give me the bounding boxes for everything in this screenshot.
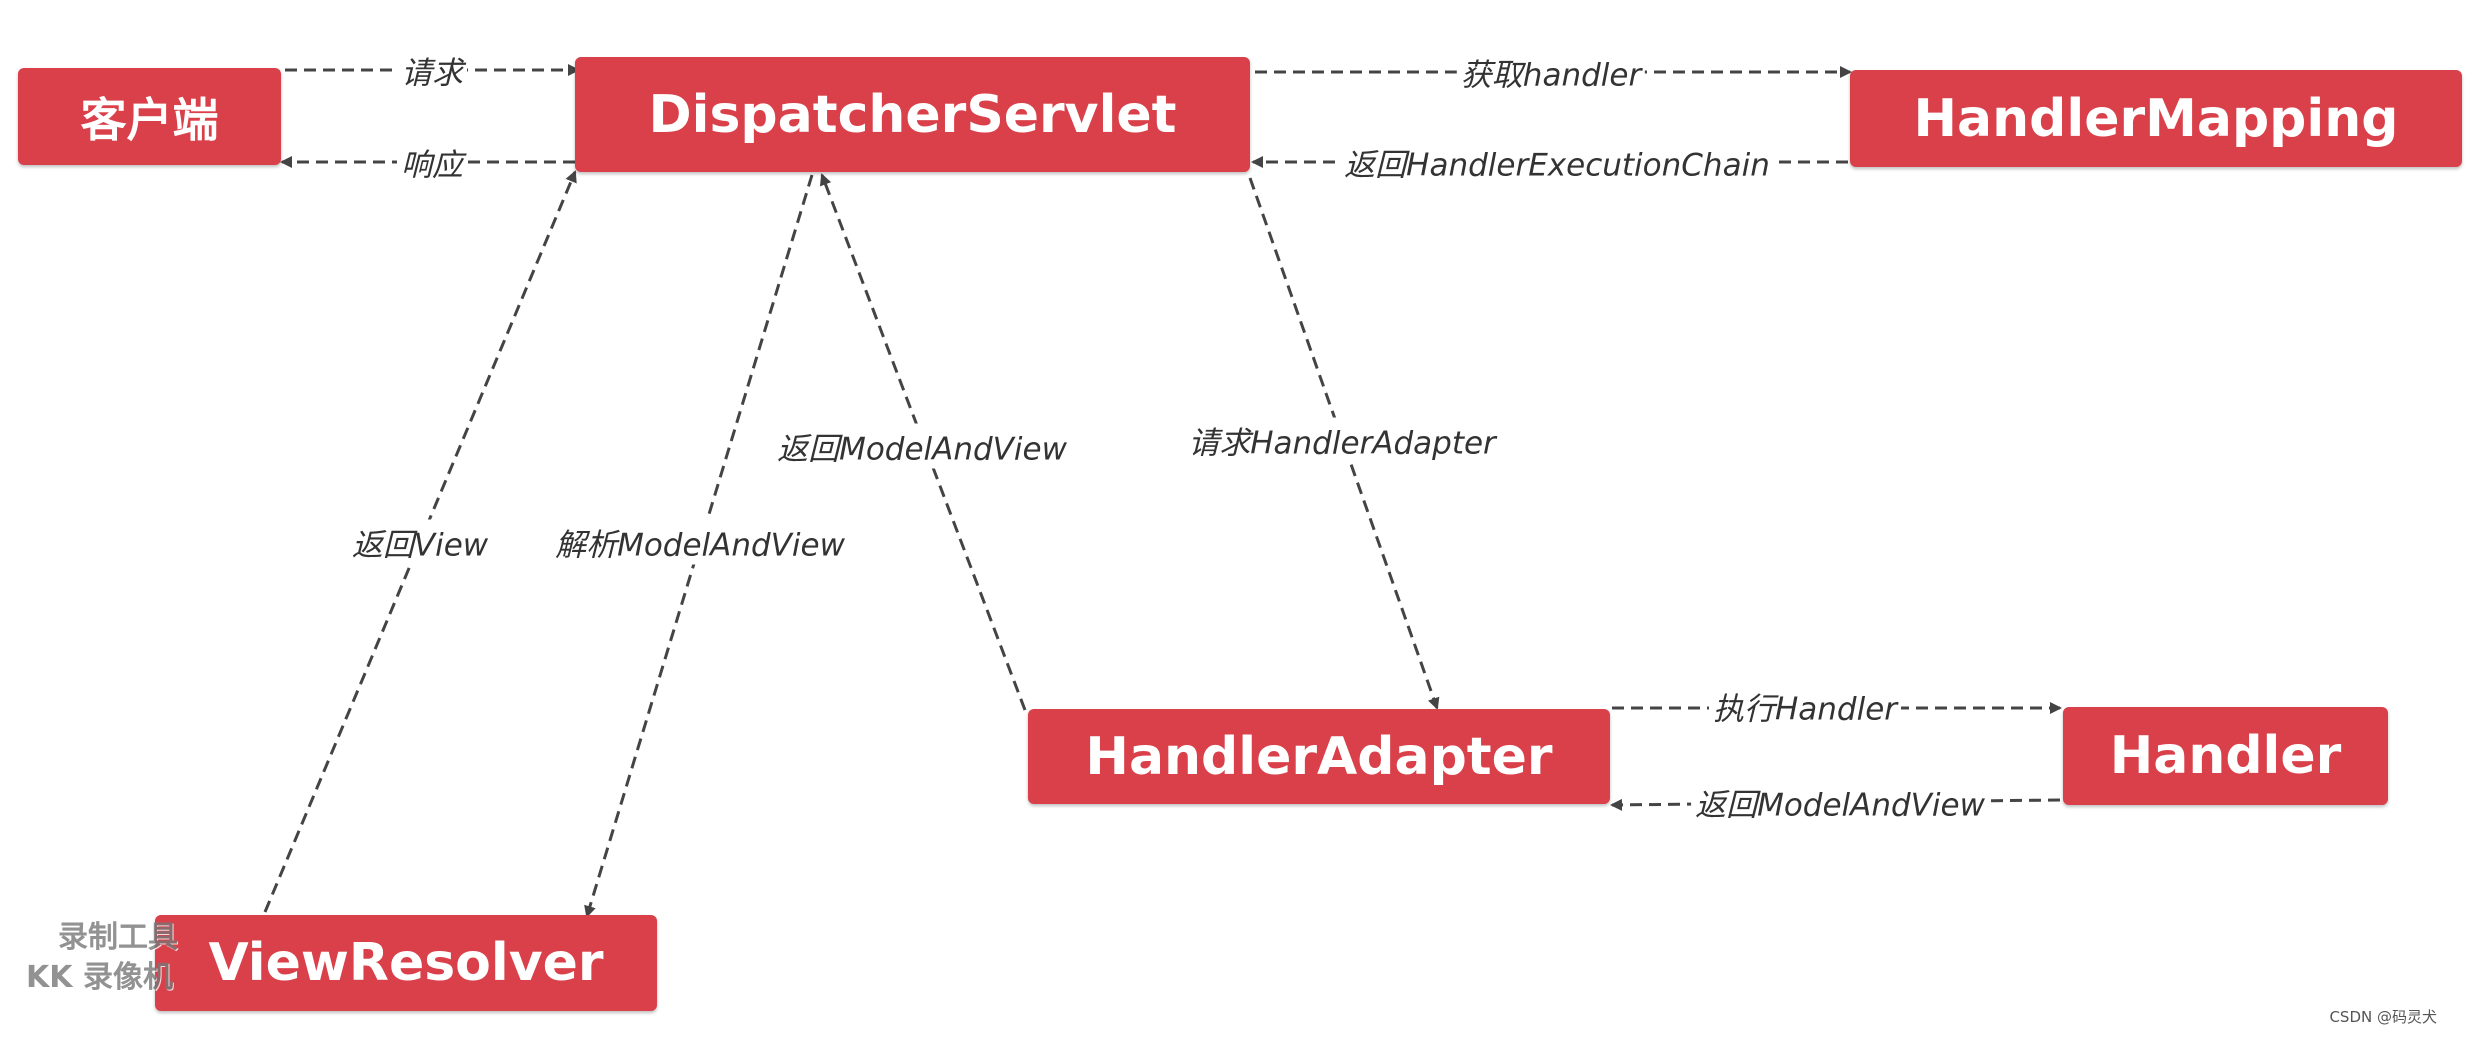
node-view-resolver: ViewResolver [155,915,657,1011]
label-response: 响应 [397,139,467,185]
node-handler: Handler [2063,707,2388,805]
watermark-line2: KK 录像机 [26,960,173,995]
label-return-chain: 返回HandlerExecutionChain [1340,139,1774,185]
label-return-mav-adapter: 返回ModelAndView [773,423,1071,469]
label-execute-handler: 执行Handler [1708,683,1902,729]
label-request: 请求 [397,47,467,93]
credit-text: CSDN @码灵犬 [2329,1008,2437,1026]
label-request-adapter: 请求HandlerAdapter [1184,417,1500,463]
node-handler-mapping: HandlerMapping [1850,70,2462,167]
label-get-handler: 获取handler [1456,49,1646,95]
node-dispatcher-servlet: DispatcherServlet [575,57,1250,172]
label-parse-mav: 解析ModelAndView [551,519,849,565]
node-client: 客户端 [18,68,281,165]
label-return-mav-handler: 返回ModelAndView [1691,779,1989,825]
label-return-view: 返回View [347,519,493,565]
watermark-line1: 录制工具 [58,920,178,955]
node-handler-adapter: HandlerAdapter [1028,709,1610,804]
